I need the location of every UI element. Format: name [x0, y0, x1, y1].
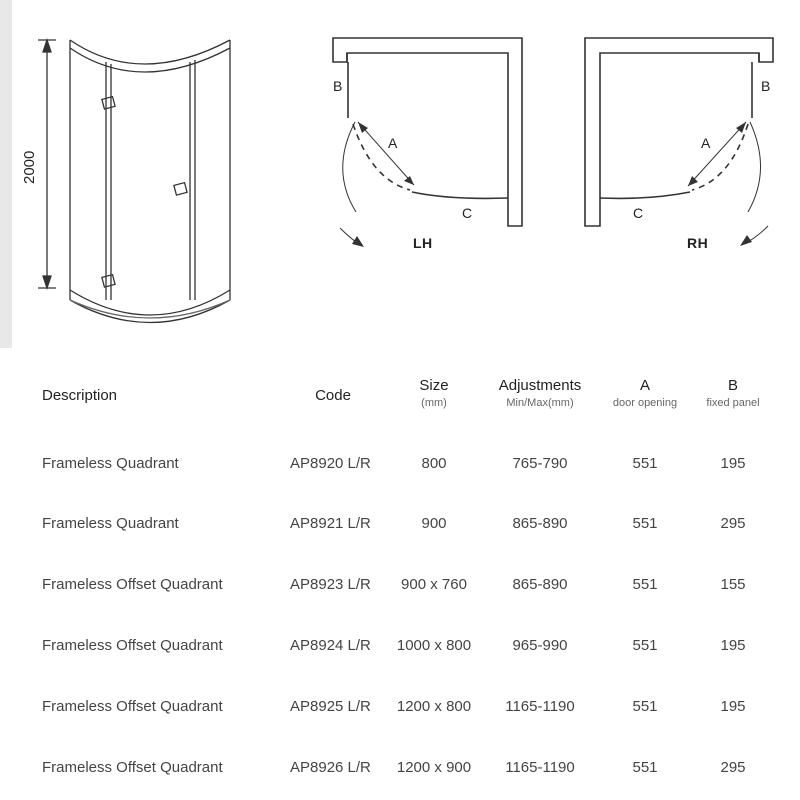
lh-label-b: B: [333, 78, 343, 94]
height-dimension-label: 2000: [21, 150, 38, 184]
row-code: AP8924 L/R: [290, 637, 371, 654]
header-description-label: Description: [42, 387, 118, 404]
header-code: Code: [293, 387, 373, 405]
row-size: 900: [421, 515, 447, 532]
header-b-sub: fixed panel: [706, 396, 760, 409]
header-a-sub: door opening: [612, 396, 678, 409]
row-adjustments: 765-790: [512, 455, 568, 472]
rh-label-a: A: [701, 135, 711, 151]
header-size: Size (mm): [384, 377, 484, 409]
row-b: 155: [720, 576, 746, 593]
header-size-label: Size: [419, 377, 449, 394]
header-b: B fixed panel: [693, 377, 773, 409]
row-size: 1200 x 900: [396, 759, 472, 776]
row-size: 1000 x 800: [396, 637, 472, 654]
lh-label-a: A: [388, 135, 398, 151]
handle-icon: [173, 181, 188, 196]
table-row: Frameless Offset Quadrant AP8924 L/R 100…: [0, 637, 800, 667]
row-code: AP8925 L/R: [290, 698, 371, 715]
table-row: Frameless Quadrant AP8921 L/R 900 865-89…: [0, 515, 800, 545]
header-code-label: Code: [315, 387, 351, 404]
elevation-drawing: [38, 37, 231, 324]
table-row: Frameless Quadrant AP8920 L/R 800 765-79…: [0, 455, 800, 485]
rh-label-c: C: [633, 205, 644, 221]
row-a: 551: [632, 759, 658, 776]
header-description: Description: [42, 387, 118, 405]
rh-label-b: B: [761, 78, 771, 94]
hinge-top-icon: [101, 95, 116, 110]
rh-plan-drawing: [584, 37, 774, 246]
rh-label: RH: [687, 235, 709, 251]
row-a: 551: [632, 455, 658, 472]
row-b: 295: [720, 759, 746, 776]
row-b: 295: [720, 515, 746, 532]
row-b: 195: [720, 637, 746, 654]
row-description: Frameless Offset Quadrant: [42, 576, 223, 593]
row-code: AP8920 L/R: [290, 455, 371, 472]
product-diagrams: 2000 B A C LH B A C RH: [0, 0, 800, 350]
row-b: 195: [720, 698, 746, 715]
left-margin-strip: [0, 0, 12, 348]
lh-plan-drawing: [332, 37, 523, 247]
header-a-label: A: [639, 377, 650, 394]
table-row: Frameless Offset Quadrant AP8926 L/R 120…: [0, 759, 800, 789]
header-adjustments-sub: Min/Max(mm): [506, 396, 574, 409]
row-adjustments: 965-990: [512, 637, 568, 654]
row-a: 551: [632, 515, 658, 532]
row-size: 800: [421, 455, 447, 472]
row-size: 900 x 760: [401, 576, 467, 593]
diagram-drawing: [38, 37, 774, 324]
row-code: AP8926 L/R: [290, 759, 371, 776]
hinge-bottom-icon: [101, 273, 116, 288]
table-row: Frameless Offset Quadrant AP8925 L/R 120…: [0, 698, 800, 728]
row-a: 551: [632, 637, 658, 654]
row-description: Frameless Offset Quadrant: [42, 698, 223, 715]
row-description: Frameless Quadrant: [42, 515, 179, 532]
header-a: A door opening: [600, 377, 690, 409]
row-description: Frameless Quadrant: [42, 455, 179, 472]
header-size-sub: (mm): [421, 396, 447, 409]
row-size: 1200 x 800: [396, 698, 472, 715]
lh-label-c: C: [462, 205, 473, 221]
row-a: 551: [632, 698, 658, 715]
row-adjustments: 865-890: [512, 576, 568, 593]
table-header: Description Code Size (mm) Adjustments M…: [0, 372, 800, 432]
header-adjustments: Adjustments Min/Max(mm): [486, 377, 594, 409]
row-description: Frameless Offset Quadrant: [42, 637, 223, 654]
row-b: 195: [720, 455, 746, 472]
row-a: 551: [632, 576, 658, 593]
row-adjustments: 1165-1190: [505, 698, 575, 715]
lh-label: LH: [413, 235, 433, 251]
table-row: Frameless Offset Quadrant AP8923 L/R 900…: [0, 576, 800, 606]
row-adjustments: 865-890: [512, 515, 568, 532]
row-description: Frameless Offset Quadrant: [42, 759, 223, 776]
row-code: AP8921 L/R: [290, 515, 371, 532]
row-adjustments: 1165-1190: [505, 759, 575, 776]
header-b-label: B: [727, 377, 738, 394]
header-adjustments-label: Adjustments: [498, 377, 582, 394]
row-code: AP8923 L/R: [290, 576, 371, 593]
